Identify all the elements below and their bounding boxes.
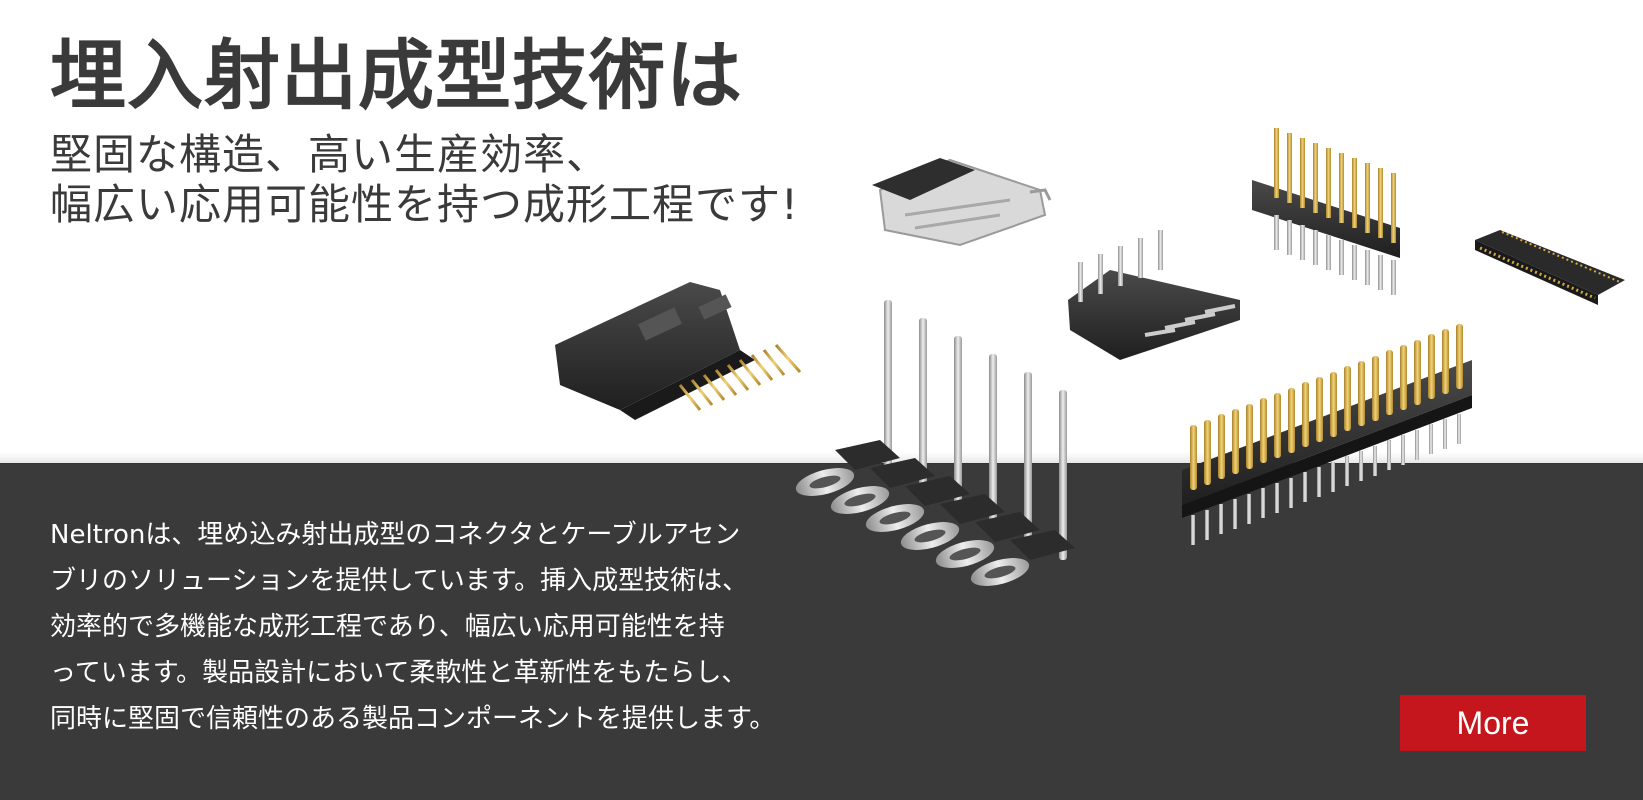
dark-band bbox=[0, 463, 1643, 800]
metal-frame-connector bbox=[872, 158, 1052, 247]
subtitle-line-2: 幅広い応用可能性を持つ成形工程です! bbox=[50, 180, 799, 229]
more-button[interactable]: More bbox=[1400, 695, 1586, 751]
description-text: Neltronは、埋め込み射出成型のコネクタとケーブルアセン ブリのソリューショ… bbox=[50, 512, 850, 742]
description-line: ブリのソリューションを提供しています。挿入成型技術は、 bbox=[50, 566, 749, 596]
sata-connector bbox=[555, 282, 802, 420]
right-angle-connector bbox=[1068, 230, 1240, 360]
band-shadow bbox=[0, 452, 1643, 464]
page-title: 埋入射出成型技術は bbox=[50, 31, 743, 120]
description-line: 同時に堅固で信頼性のある製品コンポーネントを提供します。 bbox=[50, 704, 776, 734]
description-line: 効率的で多機能な成形工程であり、幅広い応用可能性を持 bbox=[50, 612, 725, 642]
gold-pin-header bbox=[1252, 128, 1400, 295]
subtitle-line-1: 堅固な構造、高い生産効率、 bbox=[50, 130, 610, 179]
board-to-board-connector bbox=[1475, 230, 1625, 305]
description-line: Neltronは、埋め込み射出成型のコネクタとケーブルアセン bbox=[50, 520, 741, 550]
description-line: っています。製品設計において柔軟性と革新性をもたらし、 bbox=[50, 658, 748, 688]
